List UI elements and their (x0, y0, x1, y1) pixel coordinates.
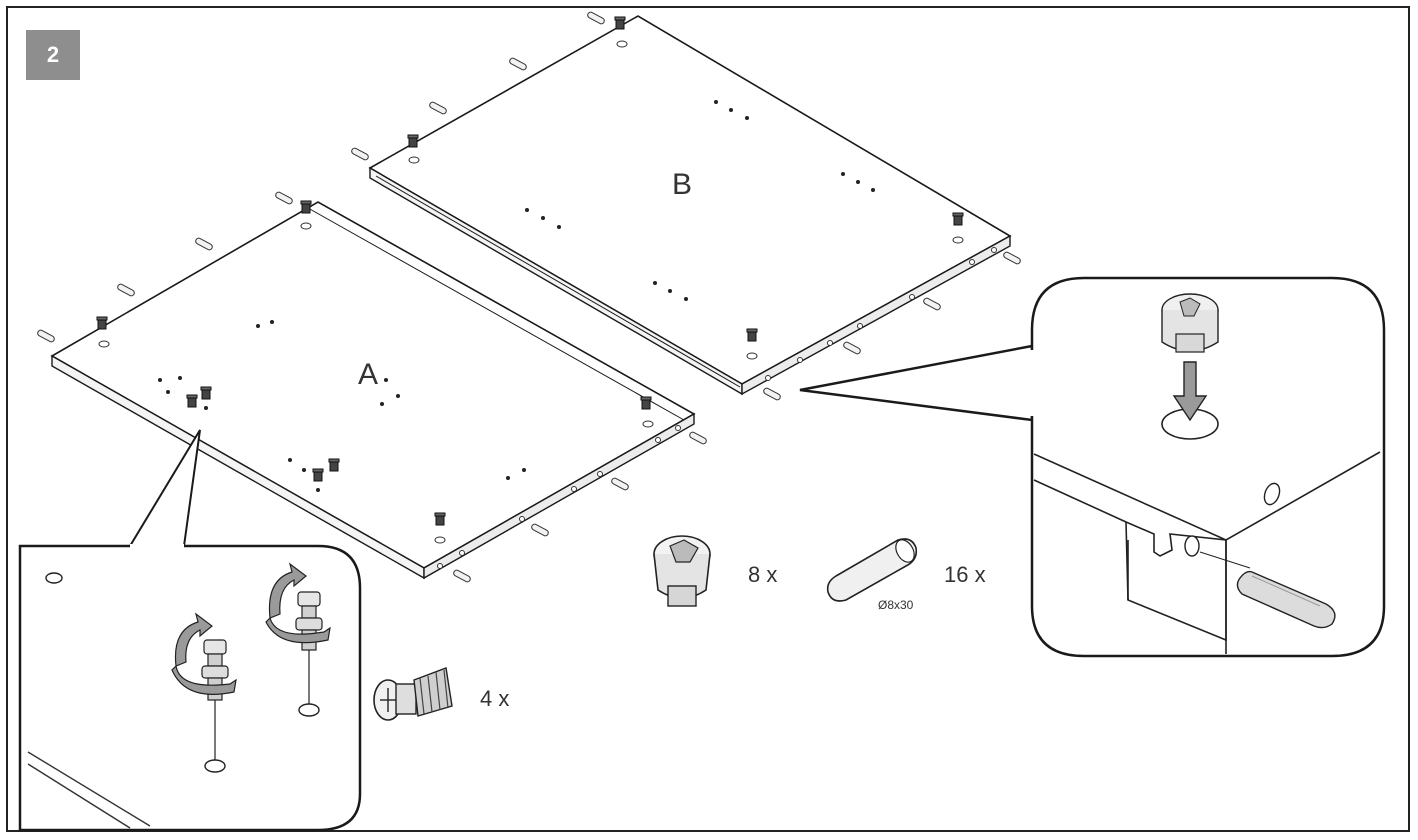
panel-a-label: A (358, 358, 379, 391)
cam-lock-detail (1161, 293, 1219, 353)
dowel-quantity: 16 x (944, 562, 986, 587)
cam-bolt-part (373, 667, 453, 721)
cam-bolt-quantity: 4 x (480, 686, 510, 711)
callout-cam-bolt-detail (18, 429, 362, 832)
cam-lock-part (653, 535, 711, 607)
panel-b (350, 10, 1022, 402)
dowel-part (826, 538, 918, 602)
dowel-detail (1236, 570, 1336, 629)
panel-a (36, 190, 708, 584)
panel-b-label: B (672, 168, 693, 201)
cam-lock-quantity: 8 x (748, 562, 778, 587)
dowel-size-label: Ø8x30 (878, 598, 914, 612)
cam-bolt-2 (265, 562, 331, 717)
cam-bolt-1 (171, 612, 237, 773)
step-number-badge: 2 (26, 30, 80, 80)
callout-cam-lock-detail (799, 276, 1386, 658)
